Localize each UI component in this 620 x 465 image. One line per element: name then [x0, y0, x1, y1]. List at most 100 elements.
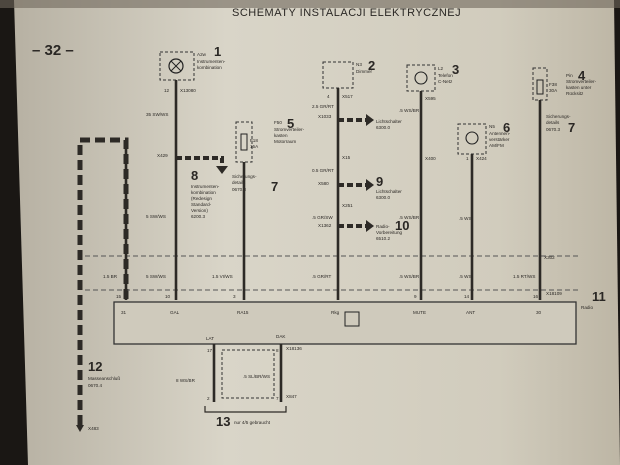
component-5-code: F50	[274, 120, 282, 125]
radio-pin-30: 30	[536, 310, 542, 315]
arrow-head-3	[366, 220, 374, 232]
fuse-4-icon	[536, 79, 544, 95]
component-4-code: Pin	[566, 73, 573, 78]
component-3-number: 3	[452, 62, 459, 77]
component-6-desc-a: Antennen-	[489, 131, 511, 136]
lower-pin-2: 2	[207, 396, 210, 401]
component-10-desc-a: Radio-	[376, 224, 390, 229]
top-shadow	[0, 0, 620, 8]
component-6-desc-b: verstärker	[489, 137, 510, 142]
component-6-desc-c: AM/FM	[489, 143, 504, 148]
arrow-head-1	[366, 114, 374, 126]
pin-9: 9	[414, 294, 417, 299]
conn-x595: X595	[425, 96, 436, 101]
component-3-desc-b: C-Netz	[438, 79, 453, 84]
light-switch-label-a: Lichtschalter	[376, 119, 402, 124]
wire-label-11: 1.5 RT/WS	[513, 274, 535, 279]
component-12-desc-a: Masseanschluß	[88, 376, 120, 381]
component-5-desc-c: Motorraum	[274, 139, 296, 144]
bottom-label-dak: DAK	[276, 334, 286, 339]
conn-x15: X15	[342, 155, 351, 160]
conn-x847: X847	[286, 394, 297, 399]
lamp-icon	[168, 58, 184, 74]
component-4-fuse-rating: 30A	[549, 88, 558, 93]
component-4-desc-b: kasten unter	[566, 85, 592, 90]
component-4-desc-a: Stromverteiler-	[566, 79, 597, 84]
radio-pin-31: 31	[121, 310, 127, 315]
page-number: – 32 –	[32, 42, 74, 59]
wire-label-4: .5 WS/BR	[399, 108, 420, 113]
branch-arrow-8	[216, 166, 228, 174]
component-1-code: A2w	[197, 52, 207, 57]
paper-sheet	[14, 0, 620, 465]
component-4-desc-c: Rücksitz	[566, 91, 584, 96]
header-title: SCHEMATY INSTALACJI ELEKTRYCZNEJ	[232, 7, 461, 19]
pin-14: 14	[464, 294, 470, 299]
branch-wire-8	[176, 156, 224, 168]
wire-label-7: .5 GR/RT	[312, 274, 332, 279]
bracket-13	[204, 406, 287, 413]
component-8-desc-a: Instrumenten-	[191, 184, 220, 189]
component-5-number: 5	[287, 116, 294, 131]
wire-label-6: 1.5 VI/WS	[212, 274, 233, 279]
conn-x483: X483	[88, 426, 99, 431]
conn-x302: X302	[544, 255, 555, 260]
component-9-number: 9	[376, 174, 383, 189]
component-5-fuse-rating: 15A	[250, 144, 259, 149]
top-pin-1: 1	[466, 156, 469, 161]
component-6-number: 6	[503, 120, 510, 135]
component-2-code: N3	[356, 62, 362, 67]
component-5-desc-b: kasten	[274, 133, 288, 138]
component-5-fuse-id: F18	[250, 138, 258, 143]
wire-label-2: 2.5 GR/RT	[312, 104, 334, 109]
radio-chip-icon	[344, 311, 360, 327]
wire-label-12: .5 WS/BR	[399, 215, 420, 220]
conn-x251: X251	[342, 203, 353, 208]
component-7b-desc-b: details	[232, 180, 246, 185]
component-12-number: 12	[88, 359, 102, 374]
conn-x400: X400	[425, 156, 436, 161]
component-7b-number: 7	[271, 179, 278, 194]
component-3-desc-a: Telefon	[438, 73, 453, 78]
conn-x1033: X1033	[318, 114, 332, 119]
pin-3: 3	[233, 294, 236, 299]
component-3-code: L2	[438, 66, 444, 71]
component-8-desc-e: Version)	[191, 208, 208, 213]
lower-wire-label-right: .5 SL/BR/WS	[243, 374, 270, 379]
component-1-box	[159, 51, 195, 81]
wire-label-3: 0.5 GR/RT	[312, 168, 334, 173]
component-7-number: 7	[568, 120, 575, 135]
component-8-desc-f: 6200.3	[191, 214, 205, 219]
fuse-5-icon	[240, 133, 248, 151]
lower-connector-box	[221, 349, 275, 399]
component-11-desc: Radio	[581, 305, 593, 310]
lower-pin-8: 8	[276, 348, 279, 353]
conn-x424: X424	[476, 156, 487, 161]
radio-pin-ant: ANT	[466, 310, 475, 315]
radio-pin-mute: MUTE	[413, 310, 426, 315]
component-5-box	[235, 121, 253, 163]
component-12-desc-b: 0670.4	[88, 383, 102, 388]
component-7b-desc-c: 0670.3	[232, 187, 246, 192]
pin-15: 15	[116, 294, 122, 299]
wire-label-8: .5 GR/SW	[312, 215, 333, 220]
conn-x1362: X1362	[318, 223, 332, 228]
component-7-desc-a: Sicherungs-	[546, 114, 571, 119]
wire-label-13: .5 WS/BR	[399, 274, 420, 279]
ground-arrow	[76, 425, 84, 432]
component-1-number: 1	[214, 44, 221, 59]
conn-x18136: X18136	[286, 346, 302, 351]
wire-label-10: .5 WS	[459, 216, 472, 221]
component-2-desc: Dimmer	[356, 69, 373, 74]
conn-x429: X429	[157, 153, 168, 158]
component-13-desc: nur 4/5 gebraucht	[234, 420, 271, 425]
light-switch-code-a: 6300.0	[376, 125, 390, 130]
component-11-connector: X18109	[546, 291, 562, 296]
component-8-number: 8	[191, 168, 198, 183]
wire-label-1: 35 SW/WS	[146, 112, 168, 117]
pin-16: 16	[533, 294, 539, 299]
conn-x13080: X13080	[180, 88, 196, 93]
bottom-label-lat: LAT	[206, 336, 214, 341]
